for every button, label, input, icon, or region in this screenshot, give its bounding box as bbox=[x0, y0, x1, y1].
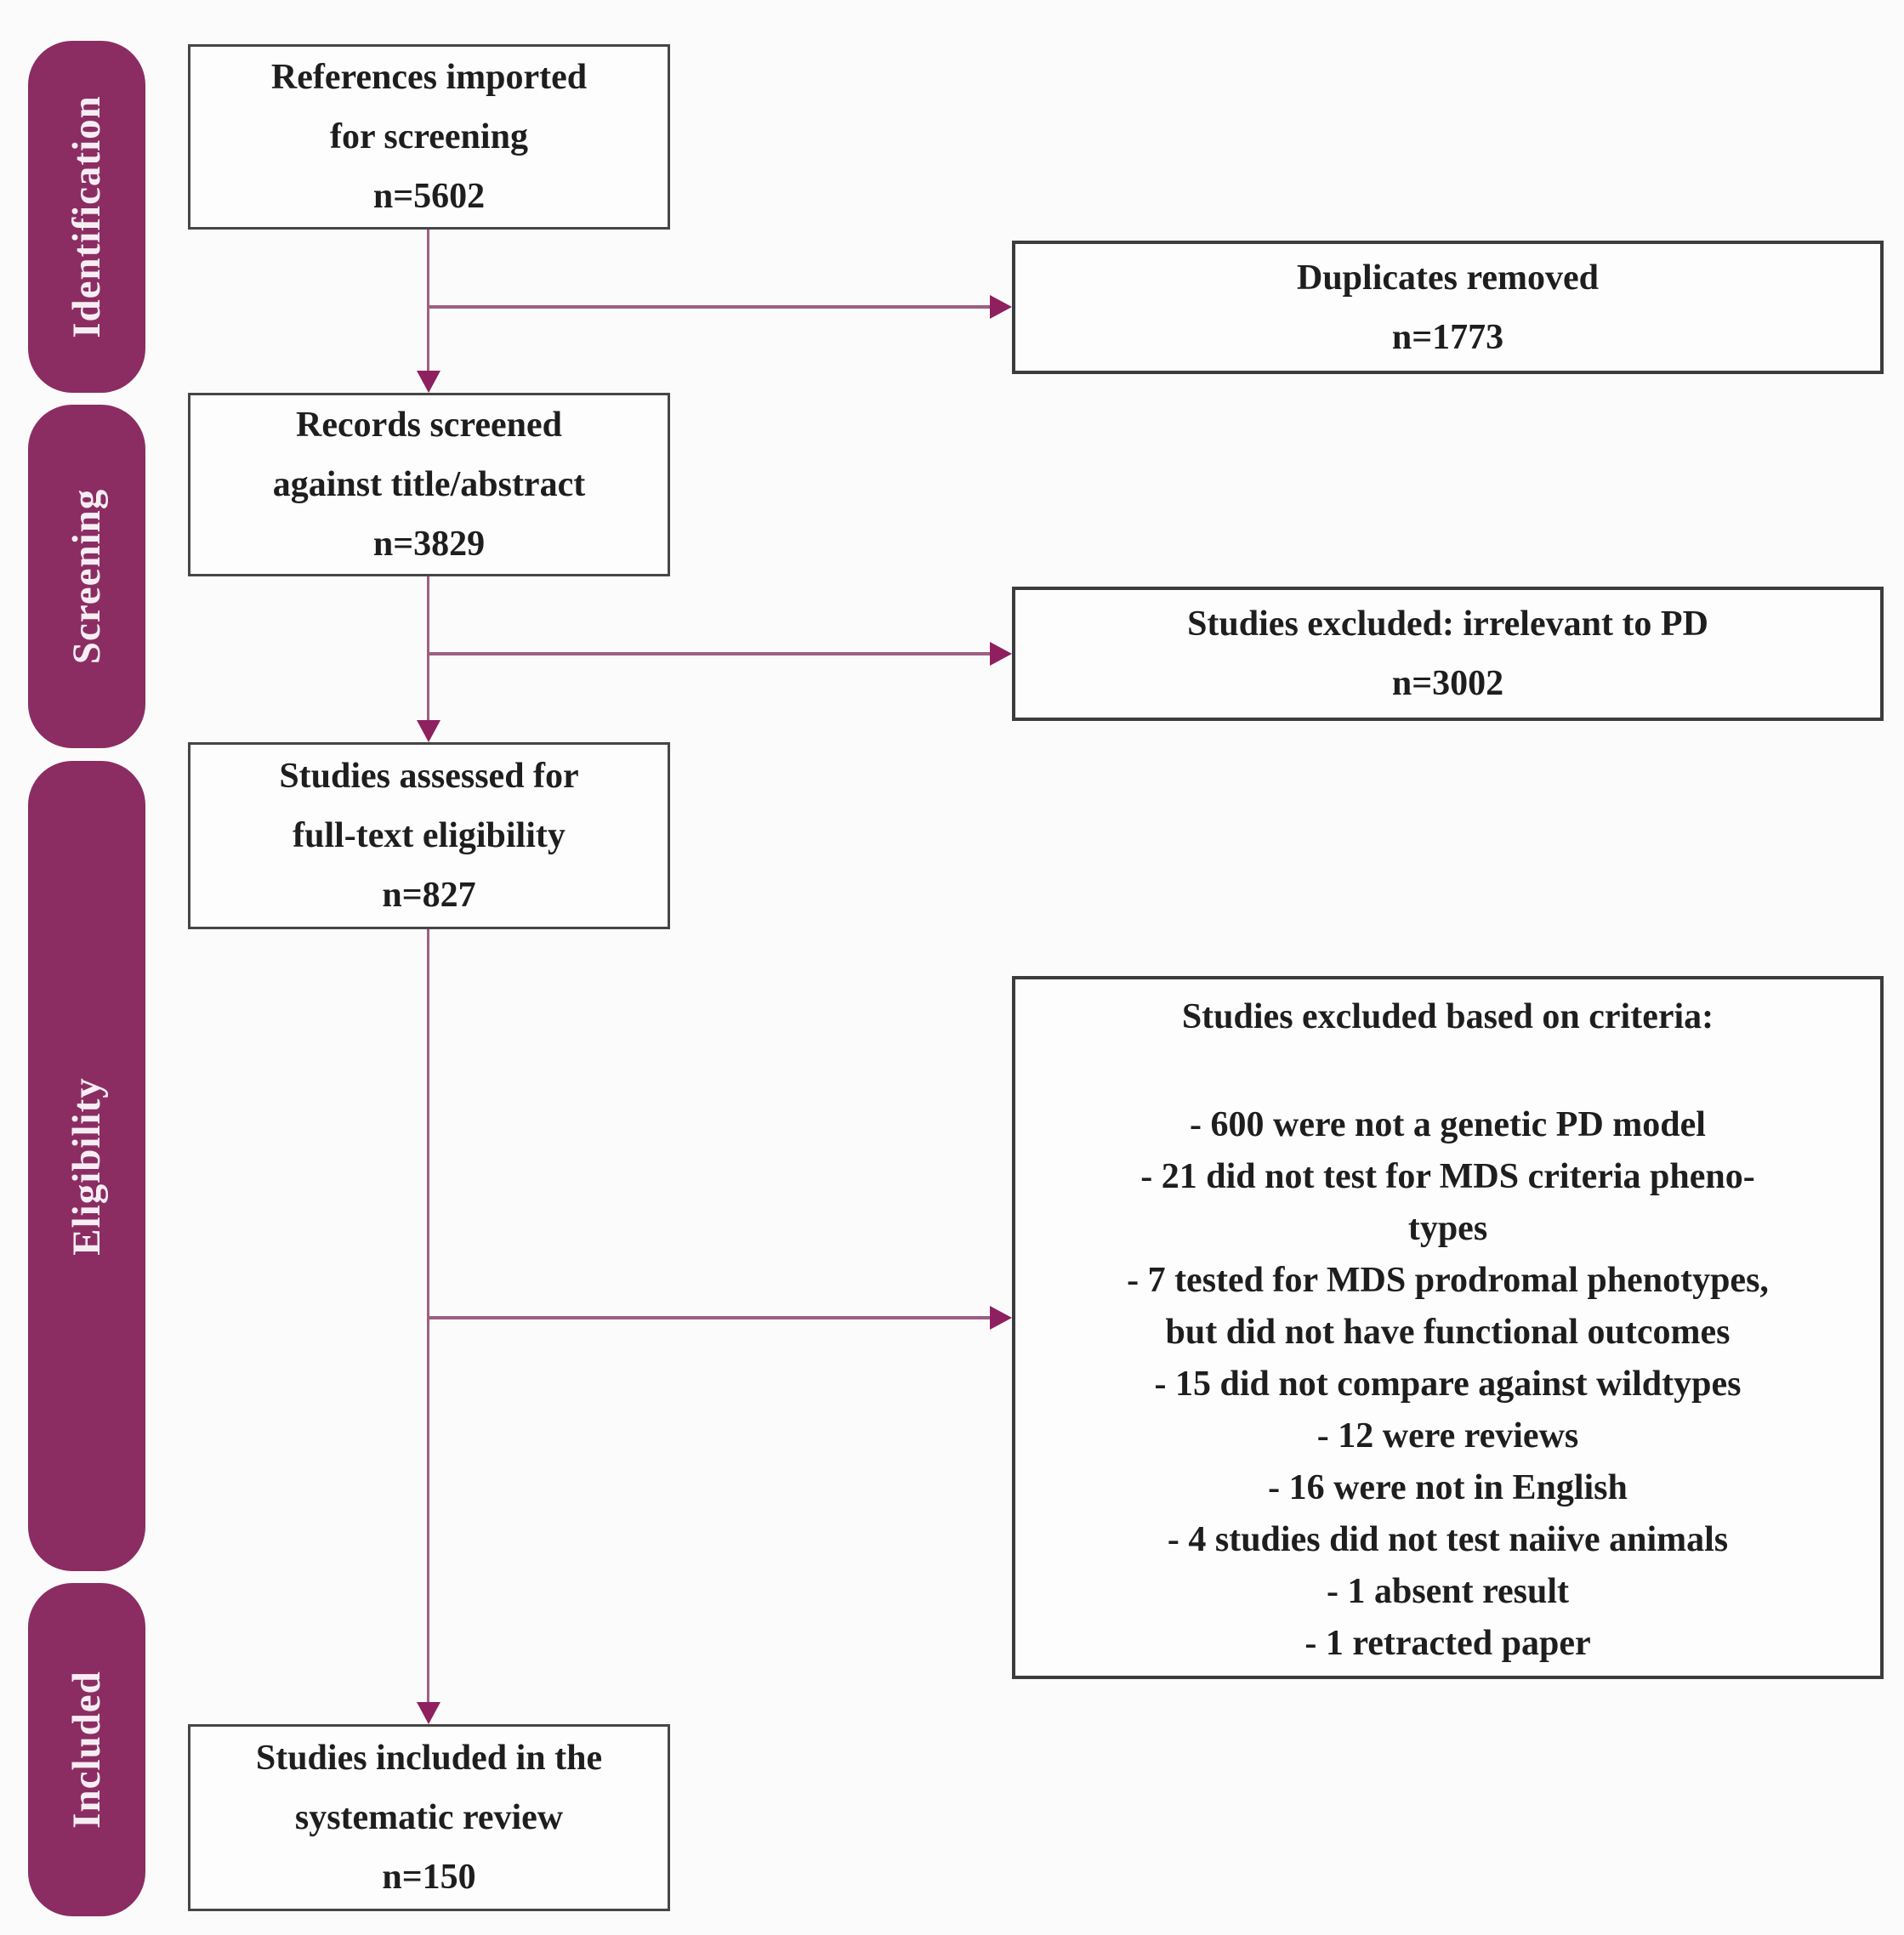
flow-box-references-imported: References imported for screening n=5602 bbox=[188, 44, 670, 230]
box-line: for screening bbox=[330, 117, 528, 156]
stage-label-identification: Identification bbox=[65, 95, 109, 338]
box-line: References imported bbox=[270, 58, 588, 97]
arrow-line-vertical-3 bbox=[427, 929, 429, 1702]
stage-label-screening: Screening bbox=[65, 488, 109, 665]
box-line: against title/abstract bbox=[272, 465, 586, 504]
side-box-excluded-criteria: Studies excluded based on criteria: - 60… bbox=[1012, 976, 1884, 1679]
flow-box-fulltext-assessed: Studies assessed for full-text eligibili… bbox=[188, 742, 670, 929]
criteria-line: - 12 were reviews bbox=[1316, 1416, 1579, 1456]
arrow-line-branch-1 bbox=[427, 305, 990, 309]
box-line: n=5602 bbox=[372, 177, 486, 216]
arrow-line-vertical-2 bbox=[427, 576, 429, 720]
criteria-line: - 7 tested for MDS prodromal phenotypes, bbox=[1127, 1261, 1769, 1300]
side-box-duplicates-removed: Duplicates removed n=1773 bbox=[1012, 241, 1884, 374]
box-line: n=3002 bbox=[1391, 664, 1504, 703]
stage-band-identification: Identification bbox=[28, 41, 145, 393]
criteria-line: - 1 absent result bbox=[1326, 1572, 1570, 1611]
arrow-line-vertical-1 bbox=[427, 230, 429, 372]
stage-label-included: Included bbox=[65, 1671, 109, 1829]
criteria-line: but did not have functional outcomes bbox=[1165, 1313, 1731, 1352]
box-line: n=150 bbox=[382, 1858, 476, 1897]
flow-box-studies-included: Studies included in the systematic revie… bbox=[188, 1724, 670, 1911]
box-line: Studies excluded: irrelevant to PD bbox=[1187, 604, 1708, 644]
arrow-head-down-1 bbox=[417, 371, 440, 393]
box-line: n=1773 bbox=[1391, 317, 1504, 357]
stage-band-included: Included bbox=[28, 1583, 145, 1916]
side-box-excluded-irrelevant: Studies excluded: irrelevant to PD n=300… bbox=[1012, 587, 1884, 721]
arrow-line-branch-3 bbox=[427, 1316, 990, 1319]
arrow-head-down-3 bbox=[417, 1702, 440, 1724]
box-line: systematic review bbox=[294, 1798, 564, 1837]
box-line: Duplicates removed bbox=[1296, 258, 1599, 298]
arrow-line-branch-2 bbox=[427, 652, 990, 655]
box-line: Records screened bbox=[296, 406, 562, 445]
box-line: Studies assessed for bbox=[279, 757, 579, 796]
arrow-head-right-2 bbox=[990, 642, 1012, 666]
criteria-line: - 15 did not compare against wildtypes bbox=[1154, 1365, 1742, 1404]
criteria-title: Studies excluded based on criteria: bbox=[1181, 997, 1714, 1036]
criteria-line: - 21 did not test for MDS criteria pheno… bbox=[1140, 1157, 1755, 1196]
flow-box-records-screened: Records screened against title/abstract … bbox=[188, 393, 670, 576]
stage-band-eligibility: Eligibility bbox=[28, 761, 145, 1571]
criteria-line: - 4 studies did not test naiive animals bbox=[1167, 1520, 1729, 1559]
criteria-line: - 1 retracted paper bbox=[1304, 1624, 1591, 1663]
box-line: n=827 bbox=[382, 876, 476, 915]
arrow-head-down-2 bbox=[417, 720, 440, 742]
box-line: full-text eligibility bbox=[293, 816, 566, 855]
arrow-head-right-1 bbox=[990, 295, 1012, 319]
box-line: n=3829 bbox=[372, 525, 486, 564]
criteria-line: - 16 were not in English bbox=[1268, 1468, 1628, 1507]
stage-label-eligibility: Eligibility bbox=[65, 1076, 109, 1256]
arrow-head-right-3 bbox=[990, 1306, 1012, 1330]
box-line: Studies included in the bbox=[255, 1739, 603, 1778]
criteria-line: types bbox=[1407, 1209, 1488, 1248]
stage-band-screening: Screening bbox=[28, 405, 145, 748]
criteria-line: - 600 were not a genetic PD model bbox=[1190, 1105, 1706, 1144]
